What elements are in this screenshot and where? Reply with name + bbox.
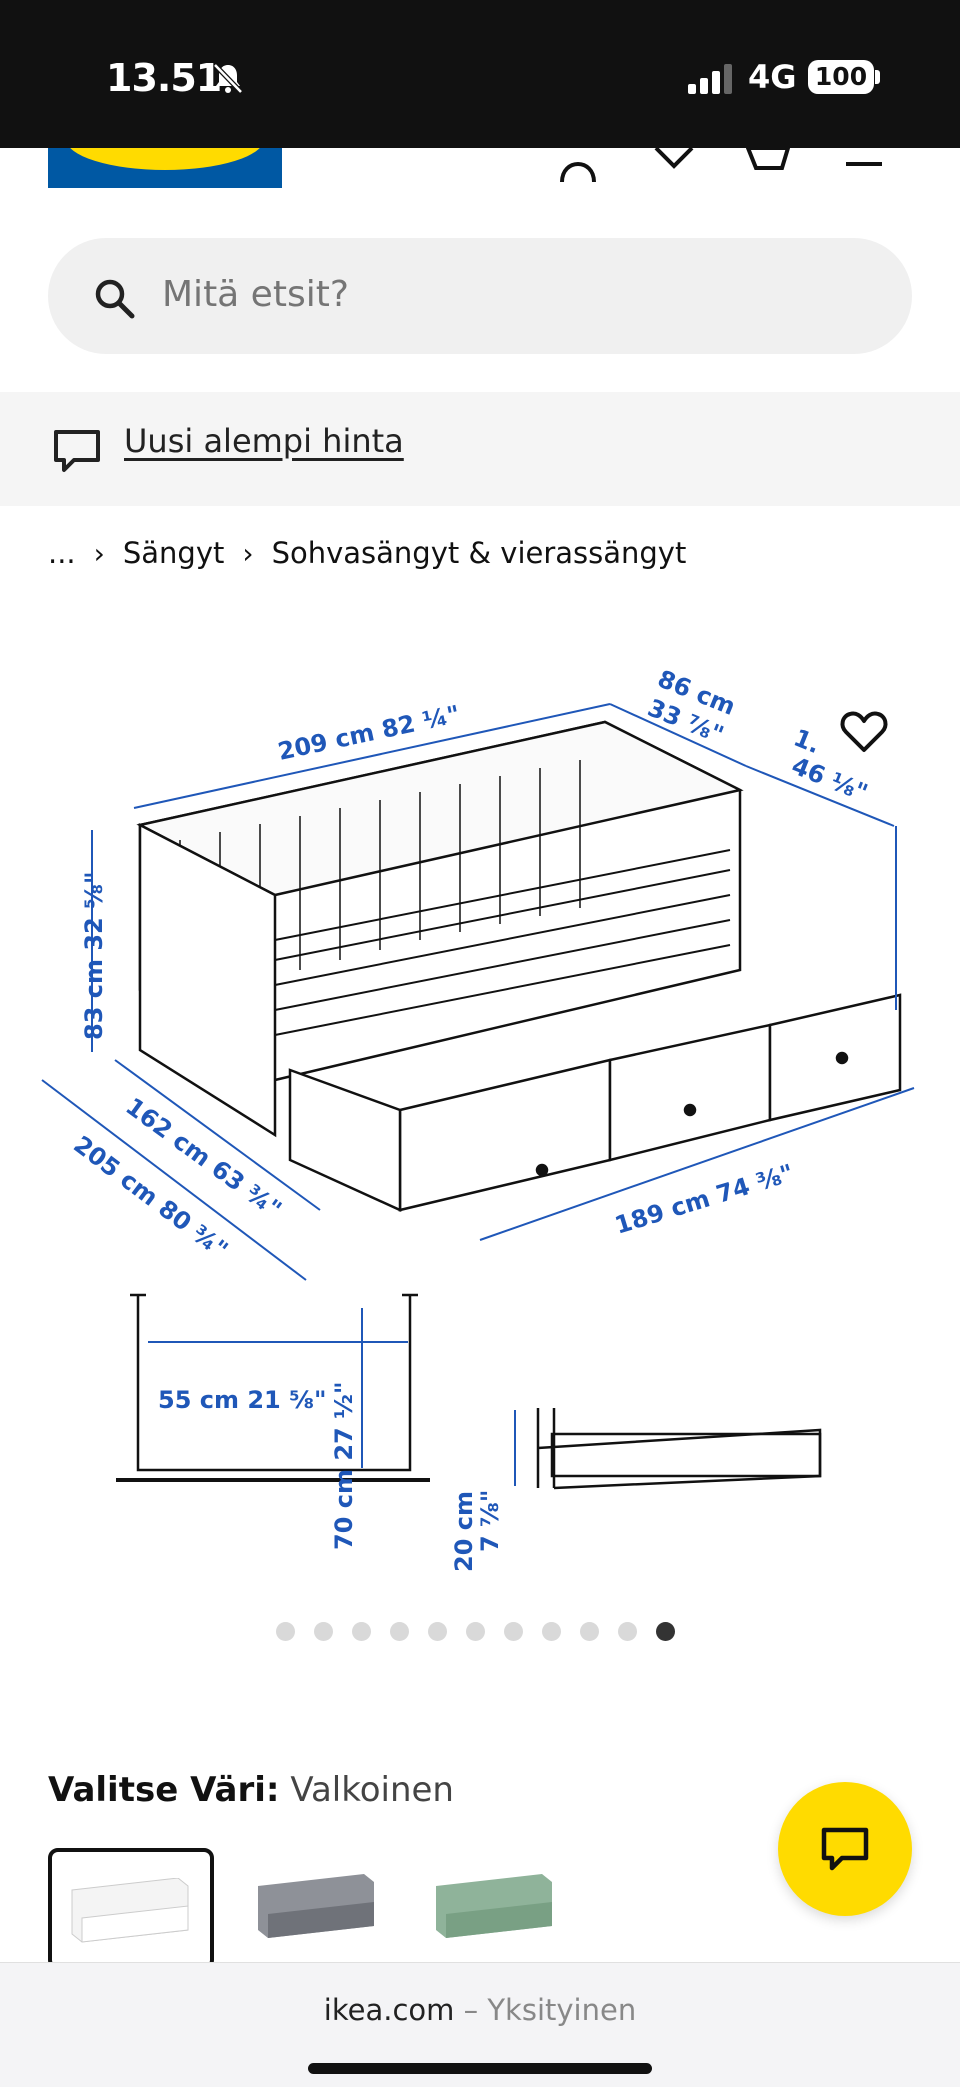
account-icon[interactable] [556, 148, 600, 182]
product-dimension-drawing[interactable]: 209 cm 82 ¼" 86 cm 33 ⅞" 1. 46 ⅛" 83 cm … [30, 640, 930, 1590]
carousel-dots [276, 1622, 675, 1646]
dim-drawer-height-in: 7 ⅞" [476, 1490, 504, 1552]
dim-drawer-depth: 70 cm 27 ½" [330, 1382, 358, 1550]
bell-muted-icon [213, 63, 243, 94]
dim-drawer-height-cm: 20 cm [450, 1491, 478, 1572]
network-type: 4G [748, 58, 797, 96]
daybed-white-thumbnail [71, 1878, 189, 1943]
dim-height: 83 cm 32 ⅝" [80, 872, 108, 1040]
breadcrumb-ellipsis[interactable]: ... [48, 536, 76, 570]
home-indicator [308, 2063, 652, 2074]
carousel-dot[interactable] [352, 1622, 371, 1641]
carousel-dot[interactable] [390, 1622, 409, 1641]
carousel-dot[interactable] [580, 1622, 599, 1641]
cart-icon[interactable] [746, 148, 790, 182]
swatch-white[interactable] [48, 1848, 214, 1970]
breadcrumb-sofa-beds[interactable]: Sohvasängyt & vierassängyt [271, 536, 687, 570]
breadcrumb: ... › Sängyt › Sohvasängyt & vierassängy… [48, 536, 686, 570]
logo-oval [66, 148, 264, 170]
carousel-dot[interactable] [466, 1622, 485, 1641]
status-bar: 13.51 4G 100 [0, 0, 960, 148]
new-lower-price-link[interactable]: Uusi alempi hinta [124, 422, 404, 460]
swatch-green[interactable] [416, 1848, 582, 1970]
dimension-lines [41, 703, 915, 1486]
search-bar[interactable] [48, 238, 912, 354]
chat-button[interactable] [778, 1782, 912, 1916]
carousel-dot[interactable] [504, 1622, 523, 1641]
color-selector-label: Valitse Väri: Valkoinen [48, 1770, 454, 1810]
browser-url-bar[interactable]: ikea.com – Yksityinen [0, 1962, 960, 2087]
daybed-drawing [116, 720, 902, 1490]
promo-banner: Uusi alempi hinta [0, 392, 960, 506]
daybed-grey-thumbnail [258, 1874, 374, 1938]
carousel-dot[interactable] [656, 1622, 675, 1641]
carousel-dot[interactable] [542, 1622, 561, 1641]
search-icon [95, 279, 135, 319]
swatch-grey[interactable] [238, 1848, 404, 1970]
url-text: ikea.com – Yksityinen [0, 1993, 960, 2027]
chat-icon [821, 1827, 869, 1871]
speech-bubble-icon [54, 430, 100, 472]
chevron-right-icon: › [93, 536, 105, 570]
color-selected-value: Valkoinen [290, 1770, 454, 1810]
menu-icon[interactable] [842, 148, 886, 182]
dim-drawer-width: 55 cm 21 ⅝" [158, 1386, 326, 1414]
breadcrumb-beds[interactable]: Sängyt [122, 536, 225, 570]
ikea-logo[interactable] [48, 148, 282, 188]
carousel-dot[interactable] [618, 1622, 637, 1641]
dim-drawer-span: 189 cm 74 ⅜" [612, 1159, 797, 1240]
dim-right-cm: 1. [790, 724, 824, 760]
url-domain: ikea.com [323, 1993, 455, 2027]
heart-icon[interactable] [652, 148, 696, 182]
carousel-dot[interactable] [428, 1622, 447, 1641]
wishlist-heart-icon[interactable] [838, 706, 890, 758]
signal-icon [688, 64, 732, 94]
url-separator: – [463, 1993, 479, 2027]
battery-indicator: 100 [808, 60, 874, 94]
search-input[interactable] [162, 274, 762, 315]
chevron-right-icon: › [242, 536, 254, 570]
carousel-dot[interactable] [314, 1622, 333, 1641]
carousel-dot[interactable] [276, 1622, 295, 1641]
site-header [0, 148, 960, 190]
daybed-green-thumbnail [436, 1874, 552, 1938]
status-time: 13.51 [106, 56, 222, 100]
battery-tip [875, 70, 880, 84]
color-label-title: Valitse Väri: [48, 1770, 280, 1810]
private-mode-label: Yksityinen [487, 1993, 637, 2027]
